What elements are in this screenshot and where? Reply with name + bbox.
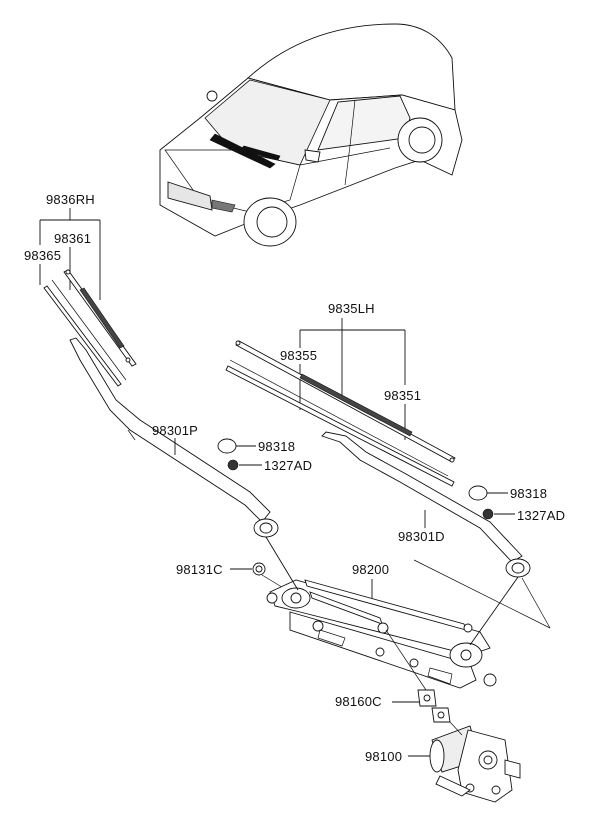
cap-top: 98318: [217, 438, 295, 454]
rh-blade-group: 9836RH 98361 98365: [24, 192, 137, 387]
label-98355: 98355: [280, 348, 317, 363]
passenger-arm: 98301P: [69, 337, 279, 538]
label-98301d: 98301D: [398, 529, 445, 544]
pivot-nut: 98131C: [176, 562, 296, 596]
label-1327ad-right: 1327AD: [517, 508, 565, 523]
label-98160c: 98160C: [335, 694, 382, 709]
label-98131c: 98131C: [176, 562, 223, 577]
label-98318-right: 98318: [510, 486, 547, 501]
label-9835lh: 9835LH: [328, 301, 375, 316]
label-98200: 98200: [352, 562, 389, 577]
label-1327ad-top: 1327AD: [264, 458, 312, 473]
driver-arm: 98301D: [321, 431, 531, 578]
motor: 98100: [365, 721, 521, 803]
car-illustration: [159, 23, 463, 247]
nut-right: 1327AD: [482, 508, 565, 523]
label-98301p: 98301P: [152, 423, 198, 438]
cap-right: 98318: [468, 485, 547, 501]
label-98318-top: 98318: [258, 439, 295, 454]
label-98351: 98351: [384, 388, 421, 403]
bracket-bolt: 98160C: [335, 629, 451, 723]
nut-top: 1327AD: [227, 458, 312, 473]
label-98365: 98365: [24, 248, 61, 263]
lh-blade-group: 9835LH 98355 98351: [225, 301, 456, 487]
label-98361: 98361: [54, 231, 91, 246]
linkage: 98200: [265, 536, 519, 689]
label-98100: 98100: [365, 749, 402, 764]
label-9836rh: 9836RH: [46, 192, 95, 207]
guide-lines: [413, 559, 551, 629]
